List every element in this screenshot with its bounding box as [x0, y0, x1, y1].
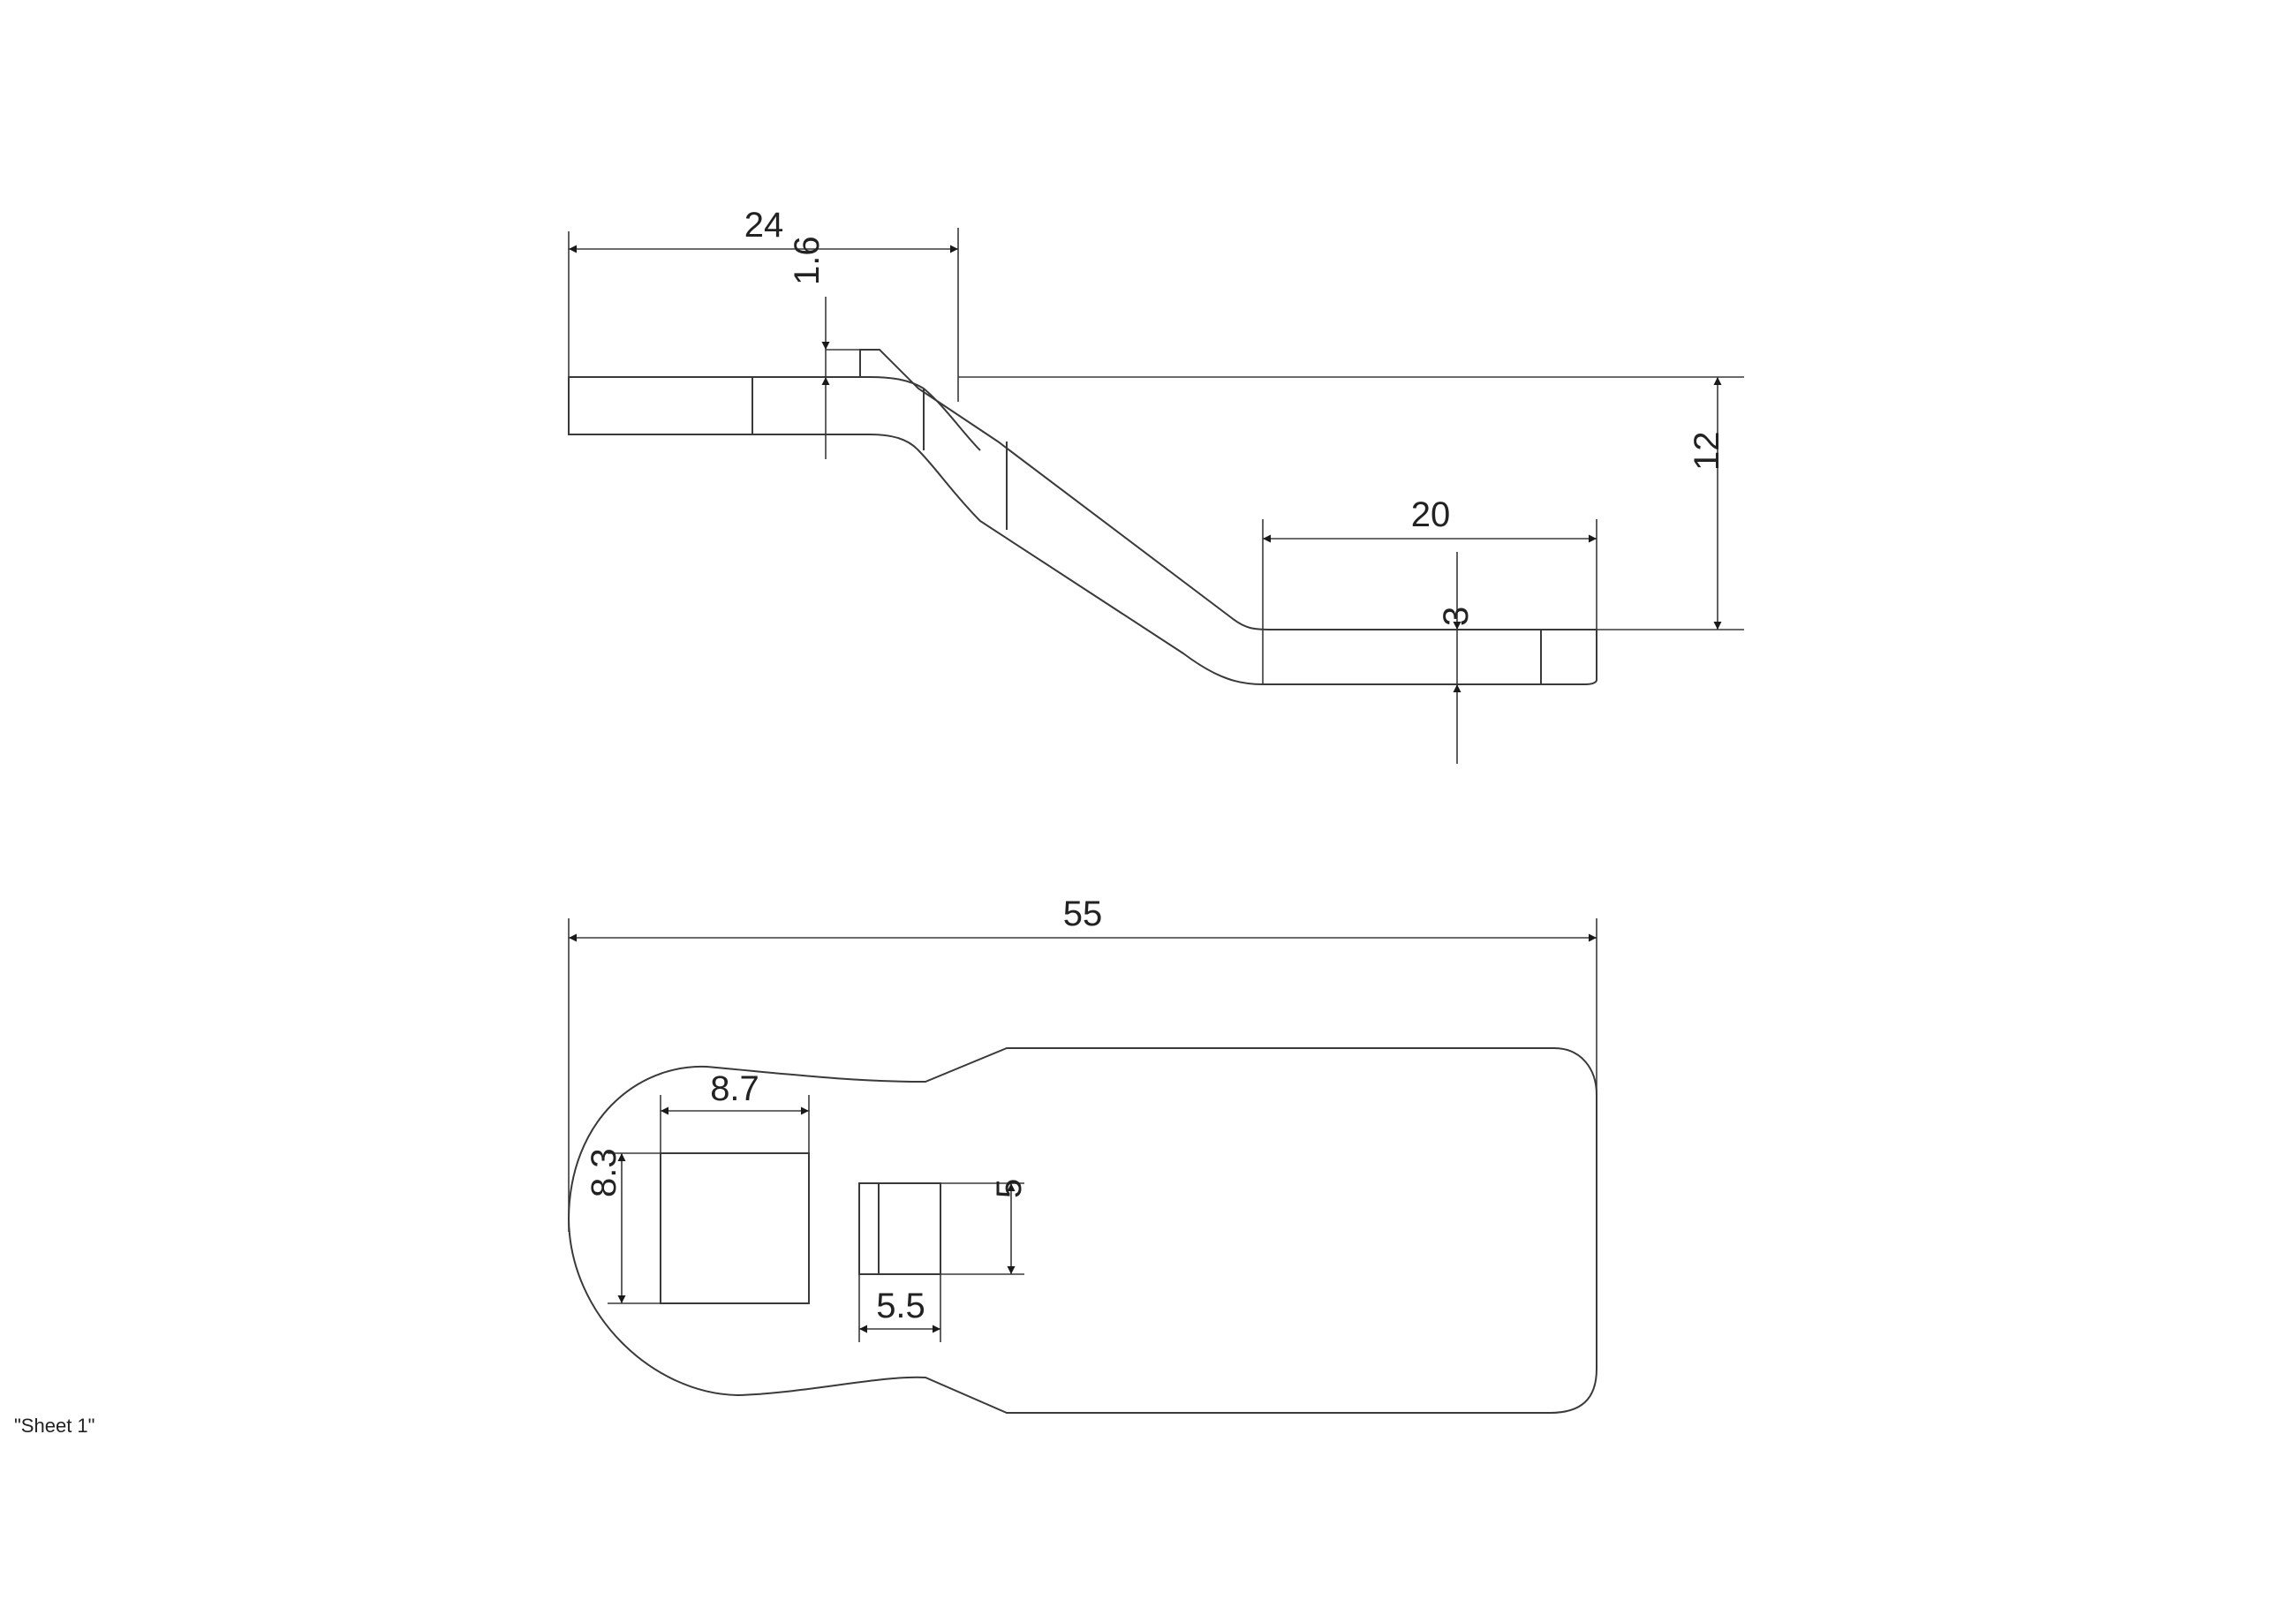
dim-label: 55: [1063, 895, 1103, 933]
dim-small-slot-width: 5.5: [858, 1274, 941, 1342]
dim-label: 8.7: [710, 1069, 759, 1108]
side-view-bend-edge: [860, 376, 981, 451]
dim-label: 12: [1688, 432, 1726, 472]
side-view-outline: [568, 349, 1597, 685]
top-view: 55 8.7 8.3 5 5.5: [567, 895, 1597, 1414]
dim-overall-length: 55: [568, 895, 1597, 1232]
dim-label: 5.5: [876, 1287, 925, 1325]
dim-label: 1.6: [788, 236, 827, 285]
large-slot: [660, 1152, 810, 1304]
top-view-outline: [567, 1047, 1597, 1414]
dim-bottom-thickness: 3: [1437, 552, 1476, 764]
dim-thickness-bend: 1.6: [788, 236, 880, 459]
dim-label: 24: [744, 206, 784, 245]
dim-label: 8.3: [585, 1148, 623, 1197]
dim-label: 20: [1411, 495, 1451, 534]
dim-label: 3: [1437, 607, 1476, 626]
dim-small-slot-height: 5: [940, 1179, 1029, 1275]
sheet-label: "Sheet 1": [14, 1415, 95, 1437]
dim-label: 5: [990, 1179, 1029, 1198]
dim-offset-height: 12: [1597, 377, 1744, 630]
small-slot: [858, 1182, 941, 1275]
dim-bottom-length: 20: [1262, 495, 1597, 684]
dim-large-slot-height: 8.3: [585, 1148, 661, 1304]
dim-top-length: 24: [568, 206, 959, 434]
dim-large-slot-width: 8.7: [660, 1069, 810, 1153]
side-view: 24 1.6 12 20 3: [568, 206, 1744, 764]
